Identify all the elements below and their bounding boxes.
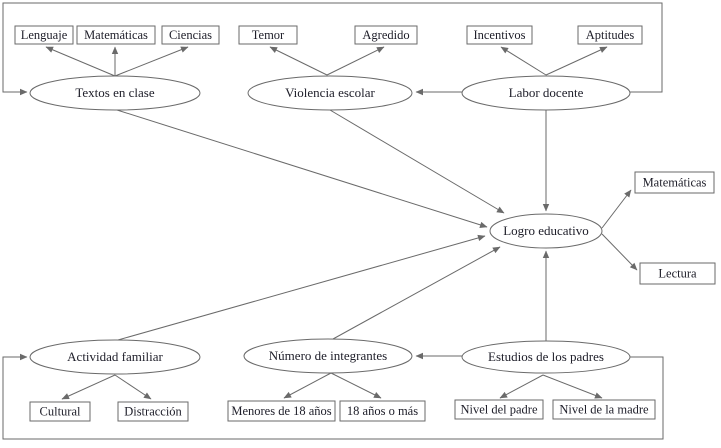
ciencias-box bbox=[161, 25, 220, 45]
edge-estudios-nivel-madre bbox=[542, 374, 603, 399]
node-menores: Menores de 18 años bbox=[227, 400, 336, 422]
edge-textos-lenguaje bbox=[45, 46, 116, 77]
node-labor: Labor docente bbox=[461, 75, 631, 111]
aptitudes-label: Aptitudes bbox=[586, 28, 635, 42]
node-matematicas-top: Matemáticas bbox=[76, 25, 156, 45]
temor-box bbox=[238, 25, 298, 45]
mayores-box bbox=[339, 400, 426, 422]
node-cultural: Cultural bbox=[29, 401, 91, 422]
edge-actividad-logro bbox=[117, 234, 486, 341]
violencia-label: Violencia escolar bbox=[285, 85, 375, 100]
matematicas-top-label: Matemáticas bbox=[84, 28, 148, 42]
edge-estudios-nivel-padre bbox=[499, 374, 544, 399]
matematicas-right-label: Matemáticas bbox=[643, 176, 707, 190]
node-nivel-padre: Nivel del padre bbox=[454, 399, 544, 420]
node-numero: Número de integrantes bbox=[243, 338, 413, 374]
node-incentivos: Incentivos bbox=[466, 25, 533, 45]
node-temor: Temor bbox=[238, 25, 298, 45]
menores-label: Menores de 18 años bbox=[231, 404, 331, 418]
lenguaje-box bbox=[14, 25, 74, 45]
incentivos-box bbox=[466, 25, 533, 45]
edge-logro-lectura bbox=[601, 233, 638, 271]
node-actividad: Actividad familiar bbox=[29, 339, 201, 375]
nivel-madre-label: Nivel de la madre bbox=[559, 403, 649, 417]
logro-label: Logro educativo bbox=[503, 223, 589, 238]
menores-box bbox=[227, 400, 336, 422]
edge-actividad-cultural bbox=[61, 374, 116, 400]
labor-label: Labor docente bbox=[509, 85, 584, 100]
node-logro: Logro educativo bbox=[489, 213, 603, 249]
distraccion-label: Distracción bbox=[124, 405, 182, 419]
actividad-ellipse bbox=[29, 339, 201, 375]
edge-labor-aptitudes bbox=[545, 46, 608, 76]
agredido-box bbox=[354, 25, 418, 45]
nivel-padre-label: Nivel del padre bbox=[460, 403, 538, 417]
cultural-label: Cultural bbox=[40, 405, 81, 419]
node-ciencias: Ciencias bbox=[161, 25, 220, 45]
node-mayores: 18 años o más bbox=[339, 400, 426, 422]
nodes-layer: Textos en clase Violencia escolar Labor do… bbox=[14, 25, 716, 422]
node-agredido: Agredido bbox=[354, 25, 418, 45]
node-lectura: Lectura bbox=[639, 262, 716, 285]
matematicas-right-box bbox=[634, 171, 715, 194]
incentivos-label: Incentivos bbox=[473, 28, 525, 42]
aptitudes-box bbox=[577, 25, 643, 45]
matematicas-top-box bbox=[76, 25, 156, 45]
estudios-label: Estudios de los padres bbox=[488, 349, 604, 364]
textos-ellipse bbox=[29, 75, 201, 111]
edge-logro-matematicas-right bbox=[601, 189, 632, 229]
node-nivel-madre: Nivel de la madre bbox=[552, 399, 656, 420]
edge-violencia-logro bbox=[329, 109, 505, 214]
edge-estudios-actividad bbox=[2, 353, 664, 440]
nivel-madre-box bbox=[552, 399, 656, 420]
mayores-label: 18 años o más bbox=[347, 404, 418, 418]
node-distraccion: Distracción bbox=[117, 401, 189, 422]
node-violencia: Violencia escolar bbox=[247, 75, 413, 111]
edge-actividad-distraccion bbox=[114, 374, 152, 400]
edge-labor-incentivos bbox=[500, 46, 547, 76]
nivel-padre-box bbox=[454, 399, 544, 420]
agredido-label: Agredido bbox=[362, 28, 409, 42]
node-estudios: Estudios de los padres bbox=[461, 340, 631, 374]
temor-label: Temor bbox=[252, 28, 285, 42]
edge-labor-textos bbox=[2, 2, 663, 96]
node-textos: Textos en clase bbox=[29, 75, 201, 111]
labor-ellipse bbox=[461, 75, 631, 111]
edge-violencia-agredido bbox=[326, 46, 385, 76]
textos-label: Textos en clase bbox=[75, 85, 154, 100]
ciencias-label: Ciencias bbox=[169, 28, 212, 42]
node-matematicas-right: Matemáticas bbox=[634, 171, 715, 194]
numero-ellipse bbox=[243, 338, 413, 374]
actividad-label: Actividad familiar bbox=[67, 349, 163, 364]
lenguaje-label: Lenguaje bbox=[21, 28, 68, 42]
lectura-label: Lectura bbox=[658, 267, 697, 281]
logro-ellipse bbox=[489, 213, 603, 249]
node-lenguaje: Lenguaje bbox=[14, 25, 74, 45]
edges-layer bbox=[2, 2, 664, 440]
node-aptitudes: Aptitudes bbox=[577, 25, 643, 45]
cultural-box bbox=[29, 401, 91, 422]
edge-numero-menores bbox=[283, 372, 332, 399]
distraccion-box bbox=[117, 401, 189, 422]
lectura-box bbox=[639, 262, 716, 285]
edge-numero-mayores bbox=[330, 372, 382, 399]
violencia-ellipse bbox=[247, 75, 413, 111]
edge-numero-logro bbox=[332, 246, 501, 340]
edge-textos-logro bbox=[116, 109, 488, 228]
edge-violencia-temor bbox=[269, 46, 328, 76]
edge-textos-ciencias bbox=[114, 46, 189, 77]
numero-label: Número de integrantes bbox=[269, 348, 387, 363]
estudios-ellipse bbox=[461, 340, 631, 374]
